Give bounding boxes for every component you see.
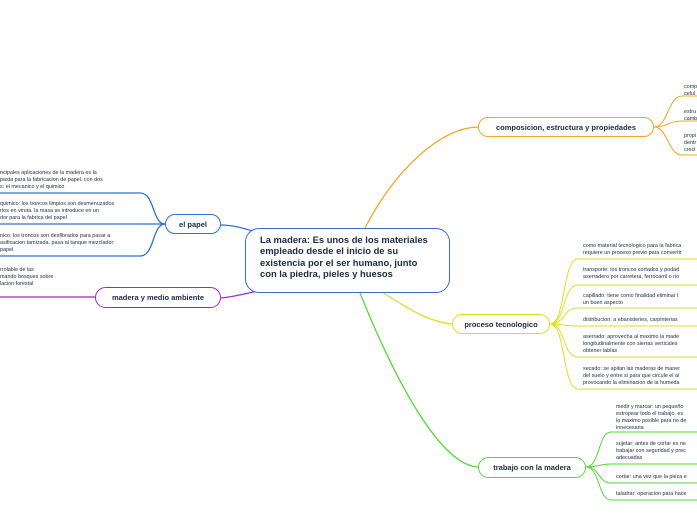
link-trabajo-leaf [585,431,697,468]
link-composicion-leaf [653,126,697,156]
link-papel-leaf [0,192,166,225]
link-proceso-leaf [549,323,697,327]
papel-leaf[interactable]: nico: los troncos son desfibrados para p… [0,233,114,254]
branch-trabajo[interactable]: trabajo con la madera [478,457,586,478]
papel-leaf[interactable]: ncipales aplicaciones de la madera es la… [0,170,103,191]
link-central-trabajo [359,292,479,468]
proceso-leaf[interactable]: como material tecnologico para la fabric… [583,243,682,257]
branch-composicion[interactable]: composicion, estructura y propiedades [478,117,654,137]
link-composicion-leaf [653,95,697,128]
central-topic[interactable]: La madera: Es unos de los materiales emp… [245,228,450,293]
link-proceso-leaf [549,284,697,325]
proceso-leaf[interactable]: transporte: los troncos cortados y podad… [583,267,680,281]
link-proceso-leaf [549,323,697,390]
branch-proceso[interactable]: proceso tecnologico [452,314,550,334]
proceso-leaf[interactable]: capillado: tiene como finalidad eliminar… [583,293,679,307]
link-papel-leaf [0,223,166,257]
link-composicion-leaf [653,120,697,128]
branch-ambiente[interactable]: madera y medio ambiente [95,287,221,308]
link-proceso-leaf [549,323,697,358]
link-central-proceso [381,291,453,325]
link-trabajo-leaf [585,463,697,468]
trabajo-leaf[interactable]: cortar: una vez que la pieza e [616,474,687,480]
link-central-composicion [364,126,479,229]
branch-papel[interactable]: el papel [165,214,221,234]
link-proceso-leaf [549,258,697,325]
trabajo-leaf[interactable]: taladrar: operacion para hace [616,491,687,497]
papel-leaf[interactable]: quimico: los troncos limpios son desmenu… [0,201,115,222]
link-proceso-leaf [549,307,697,325]
link-trabajo-leaf [585,466,697,501]
proceso-leaf[interactable]: distribucion: a ebanisteries, carpinteri… [583,317,678,323]
